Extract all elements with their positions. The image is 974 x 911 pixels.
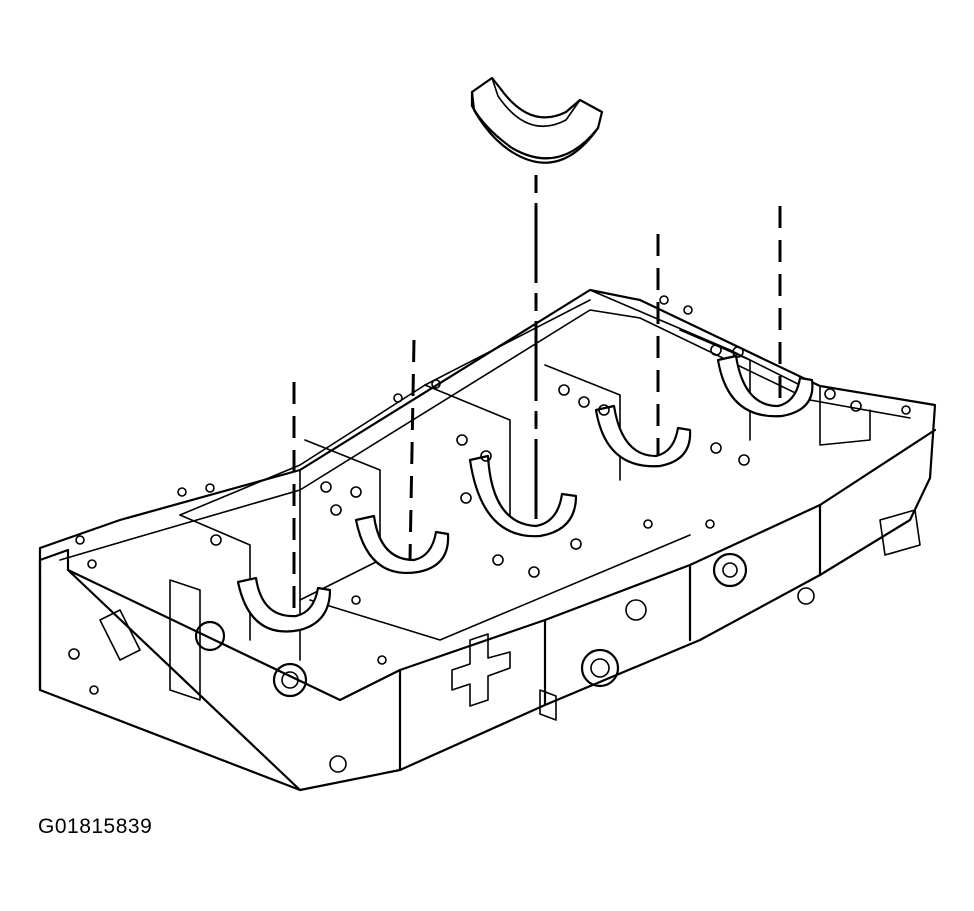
saddle-5 xyxy=(716,354,814,418)
bearing-insert-shell xyxy=(470,76,604,164)
figure-id-label: G01815839 xyxy=(38,815,153,838)
saddle-4 xyxy=(594,404,692,468)
bolt-holes xyxy=(68,295,911,695)
alignment-lines xyxy=(292,175,782,608)
saddle-2 xyxy=(354,514,450,574)
block-side-details xyxy=(99,509,921,773)
saddle-3 xyxy=(468,454,578,538)
cross-casting-mark xyxy=(451,633,511,707)
engine-block xyxy=(38,288,937,792)
saddle-1 xyxy=(236,576,332,633)
bearing-saddles xyxy=(236,354,814,633)
